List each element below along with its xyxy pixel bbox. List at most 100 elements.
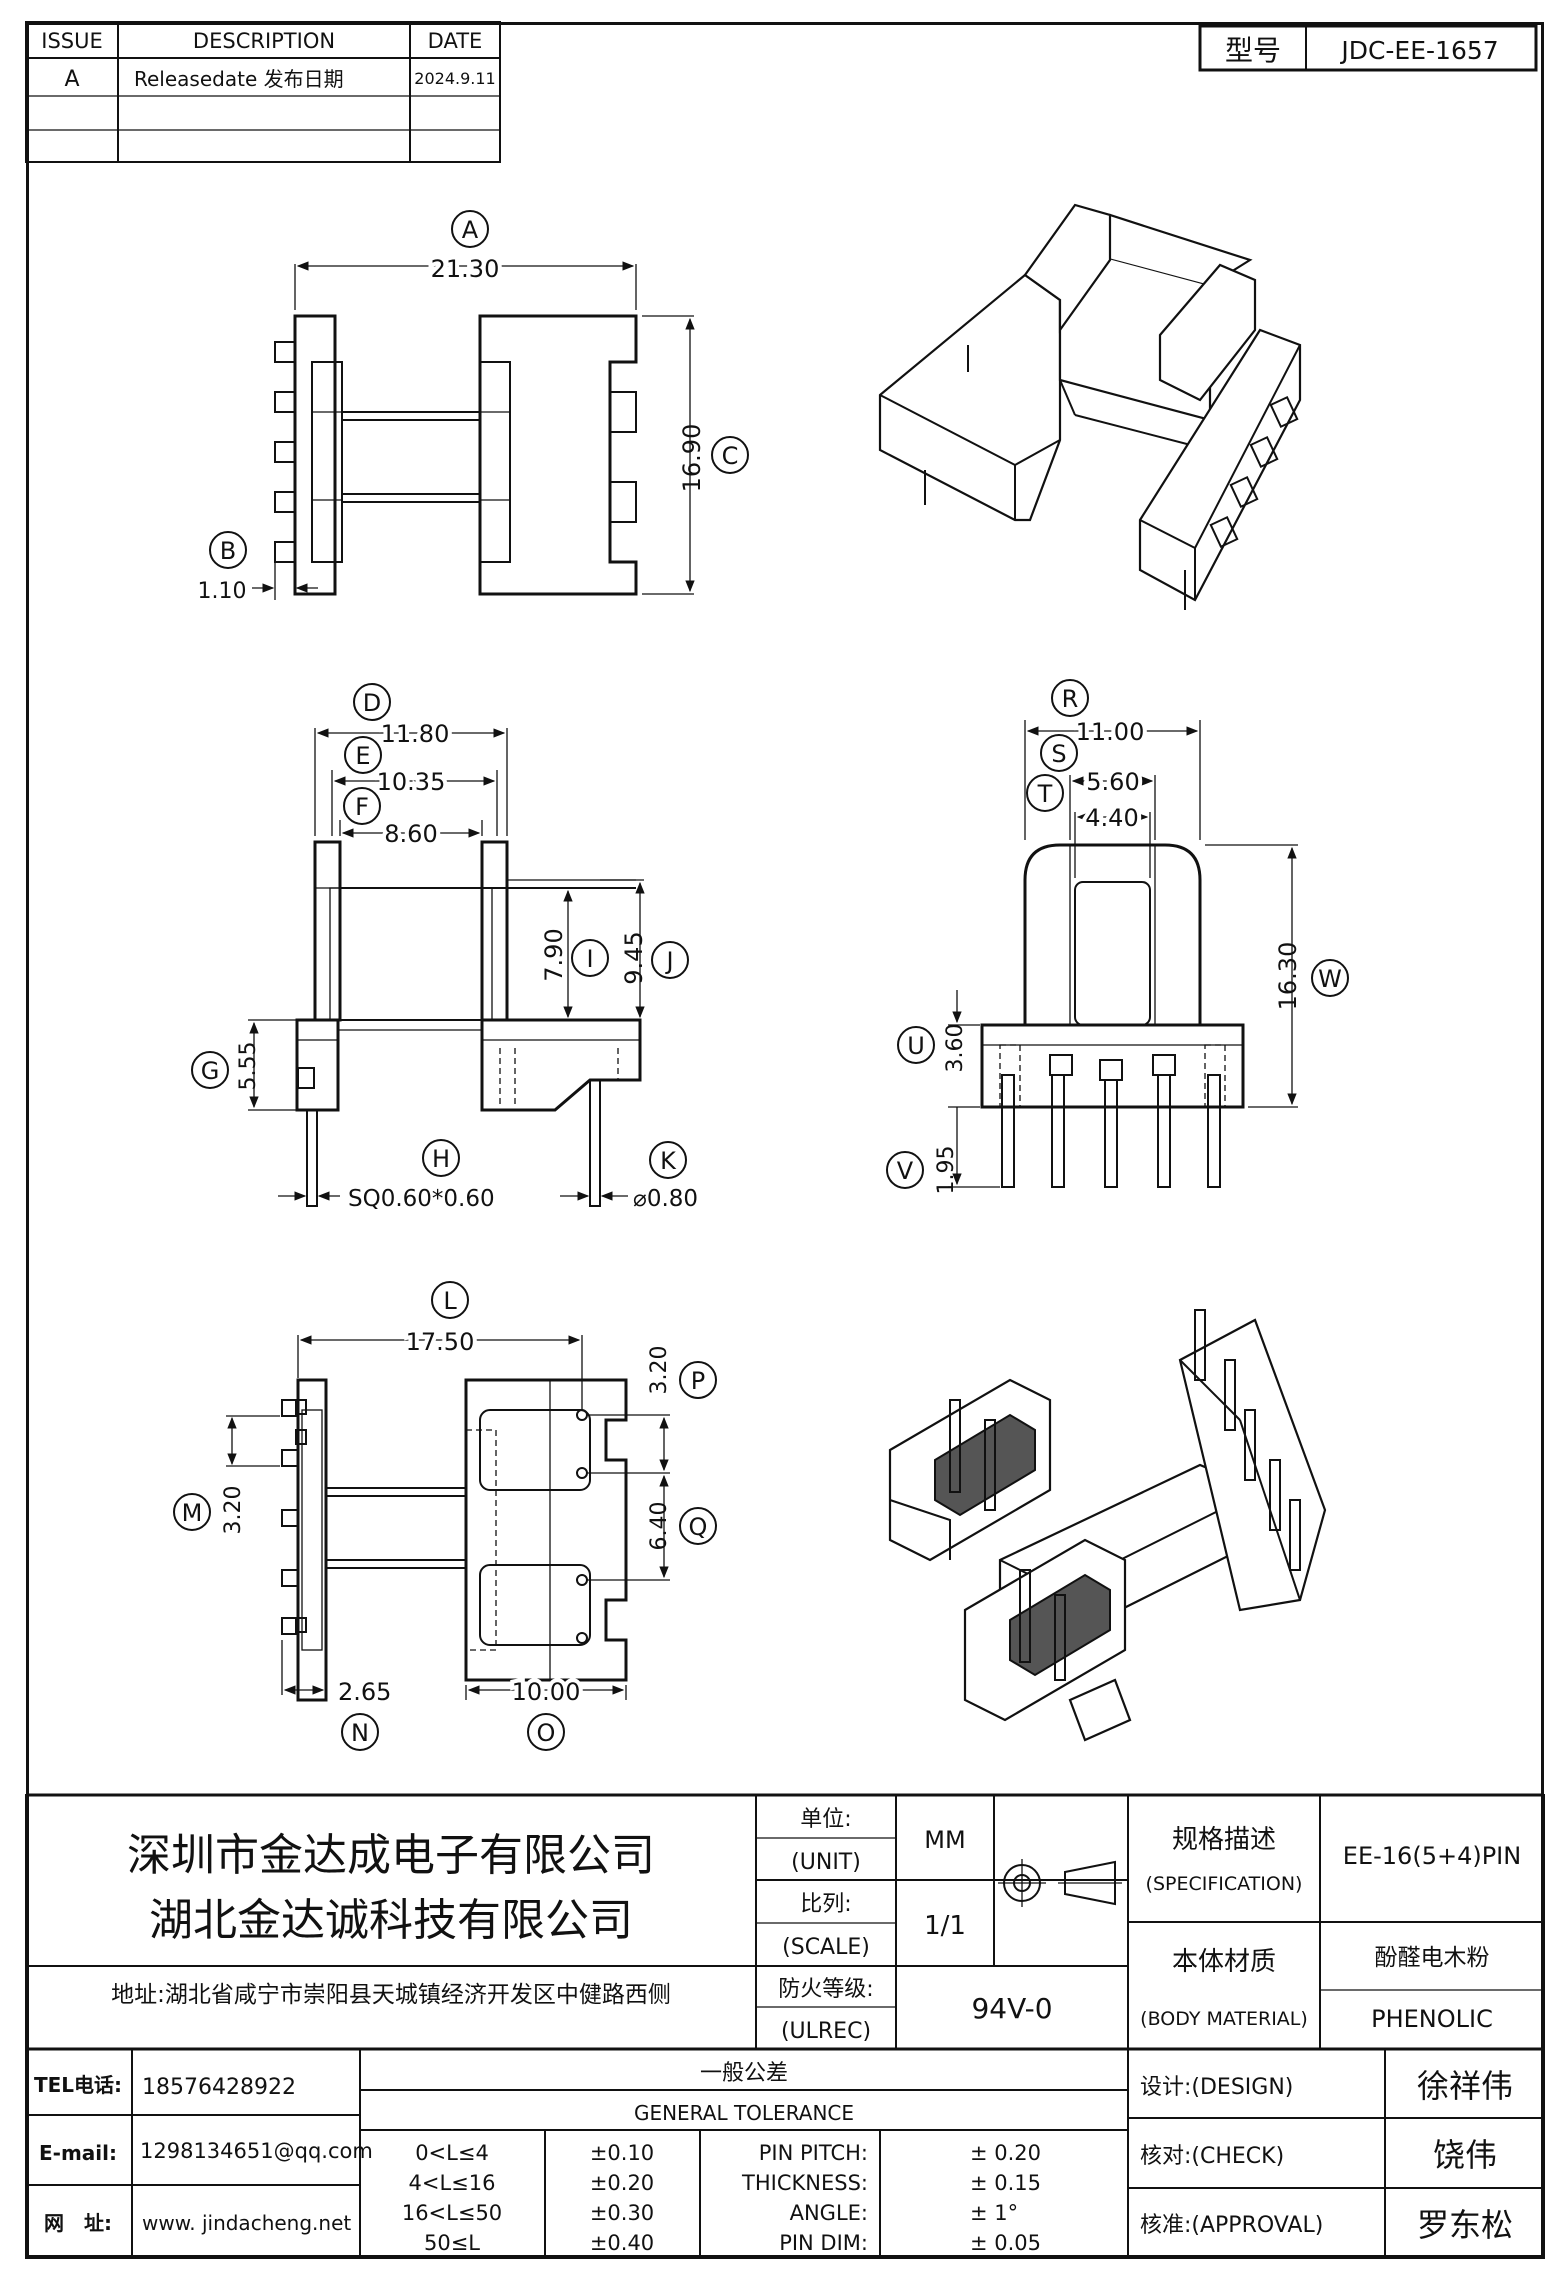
dim-E: 10.35 bbox=[377, 768, 446, 796]
dim-F: 8.60 bbox=[384, 820, 437, 848]
tol-value-1: ±0.10 bbox=[590, 2141, 654, 2165]
tel-value: 18576428922 bbox=[142, 2075, 296, 2100]
ul-value: 94V-0 bbox=[971, 1992, 1052, 2025]
view-front: 11.80 D 10.35 E 8.60 F 7.90 I 9.45 J 5.5 bbox=[191, 683, 698, 1212]
dim-L: 17.50 bbox=[406, 1328, 475, 1356]
view-iso-bottom bbox=[888, 1309, 1327, 1742]
tolerance-row: 16<L≤50 ±0.30 ANGLE: ± 1° bbox=[402, 2201, 1018, 2225]
company-name-2: 湖北金达诚科技有限公司 bbox=[149, 1895, 633, 1946]
callout-A: A bbox=[462, 216, 479, 244]
tol-value-3: ±0.30 bbox=[590, 2201, 654, 2225]
ul-label-cn: 防火等级: bbox=[778, 1977, 873, 2002]
dim-D: 11.80 bbox=[381, 720, 450, 748]
callout-V: V bbox=[897, 1157, 914, 1185]
approval-label: 核准:(APPROVAL) bbox=[1140, 2213, 1323, 2238]
model-value: JDC-EE-1657 bbox=[1339, 36, 1498, 65]
tol-item-value-4: ± 0.05 bbox=[970, 2231, 1041, 2255]
model-box: 型号 JDC-EE-1657 bbox=[1198, 24, 1538, 72]
rev-row-issue: A bbox=[64, 67, 79, 92]
dim-C: 16.90 bbox=[678, 424, 706, 493]
dim-V: 1.95 bbox=[934, 1146, 959, 1195]
tol-item-2: THICKNESS: bbox=[741, 2171, 868, 2195]
dim-S: 5.60 bbox=[1086, 768, 1139, 796]
callout-L: L bbox=[443, 1287, 457, 1315]
callout-J: J bbox=[664, 947, 673, 975]
callout-O: O bbox=[537, 1719, 556, 1747]
tol-item-value-3: ± 1° bbox=[970, 2201, 1018, 2225]
ul-label-en: (ULREC) bbox=[781, 2019, 871, 2044]
web-value: www. jindacheng.net bbox=[142, 2211, 351, 2235]
spec-label-cn: 规格描述 bbox=[1172, 1825, 1276, 1855]
material-value-en: PHENOLIC bbox=[1371, 2005, 1493, 2033]
view-iso-top bbox=[878, 203, 1302, 610]
dim-A: 21.30 bbox=[431, 255, 500, 283]
dim-K: ⌀0.80 bbox=[633, 1186, 698, 1212]
web-label: 网 址: bbox=[44, 2211, 112, 2235]
revision-table: ISSUE DESCRIPTION DATE A Releasedate 发布日… bbox=[25, 21, 501, 163]
unit-label-en: (UNIT) bbox=[791, 1850, 861, 1875]
material-label-cn: 本体材质 bbox=[1172, 1947, 1276, 1977]
tol-range-3: 16<L≤50 bbox=[402, 2201, 502, 2225]
tol-item-value-1: ± 0.20 bbox=[970, 2141, 1041, 2165]
dim-N: 2.65 bbox=[338, 1678, 391, 1706]
tolerance-row: 0<L≤4 ±0.10 PIN PITCH: ± 0.20 bbox=[415, 2141, 1041, 2165]
projection-symbol-icon bbox=[998, 1859, 1122, 1907]
spec-label-en: (SPECIFICATION) bbox=[1146, 1873, 1303, 1895]
tol-range-4: 50≤L bbox=[424, 2231, 480, 2255]
callout-U: U bbox=[907, 1032, 925, 1060]
dim-G: 5.55 bbox=[236, 1042, 261, 1091]
company-address: 地址:湖北省咸宁市崇阳县天城镇经济开发区中健路西侧 bbox=[111, 1982, 671, 2008]
callout-B: B bbox=[220, 537, 236, 565]
callout-M: M bbox=[182, 1499, 203, 1527]
unit-label-cn: 单位: bbox=[800, 1807, 851, 1832]
dim-T: 4.40 bbox=[1085, 804, 1138, 832]
tol-value-2: ±0.20 bbox=[590, 2171, 654, 2195]
tol-value-4: ±0.40 bbox=[590, 2231, 654, 2255]
tolerance-title-en: GENERAL TOLERANCE bbox=[634, 2101, 854, 2125]
title-block: 深圳市金达成电子有限公司 湖北金达诚科技有限公司 地址:湖北省咸宁市崇阳县天城镇… bbox=[25, 1793, 1545, 2259]
callout-W: W bbox=[1318, 965, 1342, 993]
dim-Q: 6.40 bbox=[647, 1502, 672, 1551]
tol-range-1: 0<L≤4 bbox=[415, 2141, 489, 2165]
callout-Q: Q bbox=[689, 1513, 708, 1541]
dim-O: 10.00 bbox=[512, 1678, 581, 1706]
scale-value: 1/1 bbox=[924, 1911, 966, 1941]
spec-value: EE-16(5+4)PIN bbox=[1343, 1842, 1521, 1870]
design-value: 徐祥伟 bbox=[1417, 2067, 1513, 2105]
callout-R: R bbox=[1062, 685, 1079, 713]
rev-row-description: Releasedate 发布日期 bbox=[134, 67, 344, 91]
rev-header-issue: ISSUE bbox=[41, 29, 103, 53]
callout-G: G bbox=[201, 1057, 220, 1085]
callout-T: T bbox=[1037, 780, 1053, 808]
rev-header-date: DATE bbox=[428, 29, 483, 53]
callout-H: H bbox=[432, 1145, 450, 1173]
check-value: 饶伟 bbox=[1433, 2136, 1497, 2174]
dim-M: 3.20 bbox=[221, 1486, 246, 1535]
callout-N: N bbox=[351, 1719, 369, 1747]
callout-C: C bbox=[722, 442, 739, 470]
callout-E: E bbox=[355, 742, 370, 770]
callout-P: P bbox=[691, 1367, 705, 1395]
callout-I: I bbox=[586, 945, 593, 973]
dim-I: 7.90 bbox=[540, 928, 568, 981]
tolerance-row: 50≤L ±0.40 PIN DIM: ± 0.05 bbox=[424, 2231, 1041, 2255]
check-label: 核对:(CHECK) bbox=[1140, 2144, 1284, 2169]
dim-J: 9.45 bbox=[620, 931, 648, 984]
tol-range-2: 4<L≤16 bbox=[409, 2171, 496, 2195]
design-label: 设计:(DESIGN) bbox=[1140, 2075, 1293, 2100]
company-name-1: 深圳市金达成电子有限公司 bbox=[127, 1830, 655, 1881]
callout-K: K bbox=[660, 1147, 677, 1175]
callout-F: F bbox=[355, 793, 369, 821]
tolerance-row: 4<L≤16 ±0.20 THICKNESS: ± 0.15 bbox=[409, 2171, 1042, 2195]
view-top: 21.30 A 16.90 C 1.10 B bbox=[198, 210, 749, 604]
tol-item-1: PIN PITCH: bbox=[759, 2141, 868, 2165]
rev-header-description: DESCRIPTION bbox=[193, 29, 335, 53]
unit-value: MM bbox=[924, 1826, 965, 1854]
dim-W: 16.30 bbox=[1274, 942, 1302, 1011]
material-value-cn: 酚醛电木粉 bbox=[1375, 1945, 1490, 1971]
tel-label: TEL电话: bbox=[34, 2073, 122, 2097]
material-label-en: (BODY MATERIAL) bbox=[1140, 2008, 1308, 2030]
scale-label-cn: 比列: bbox=[800, 1892, 851, 1917]
tol-item-4: PIN DIM: bbox=[779, 2231, 868, 2255]
